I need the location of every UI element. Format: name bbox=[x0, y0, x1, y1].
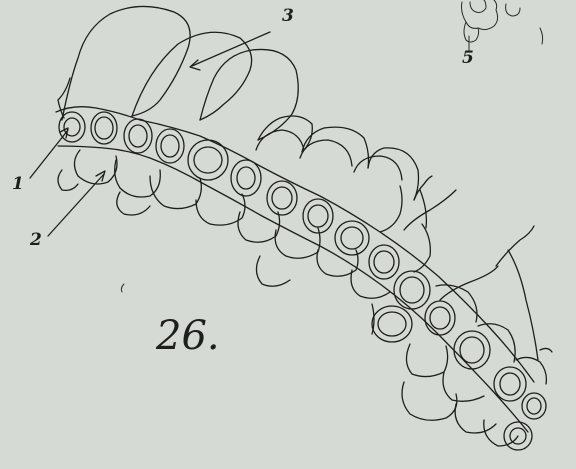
lower-mesophyll-cells bbox=[58, 150, 518, 446]
epidermis-cell-row bbox=[56, 107, 546, 450]
figure-number: 26. bbox=[156, 316, 220, 356]
label-two: 2 bbox=[30, 232, 42, 249]
label-three: 3 bbox=[282, 8, 294, 25]
label-one: 1 bbox=[12, 176, 24, 193]
stray-ink-mark bbox=[121, 284, 124, 292]
upper-right-cells bbox=[256, 130, 552, 384]
inset-fragment bbox=[462, 0, 543, 52]
label-five: 5 bbox=[462, 50, 474, 67]
